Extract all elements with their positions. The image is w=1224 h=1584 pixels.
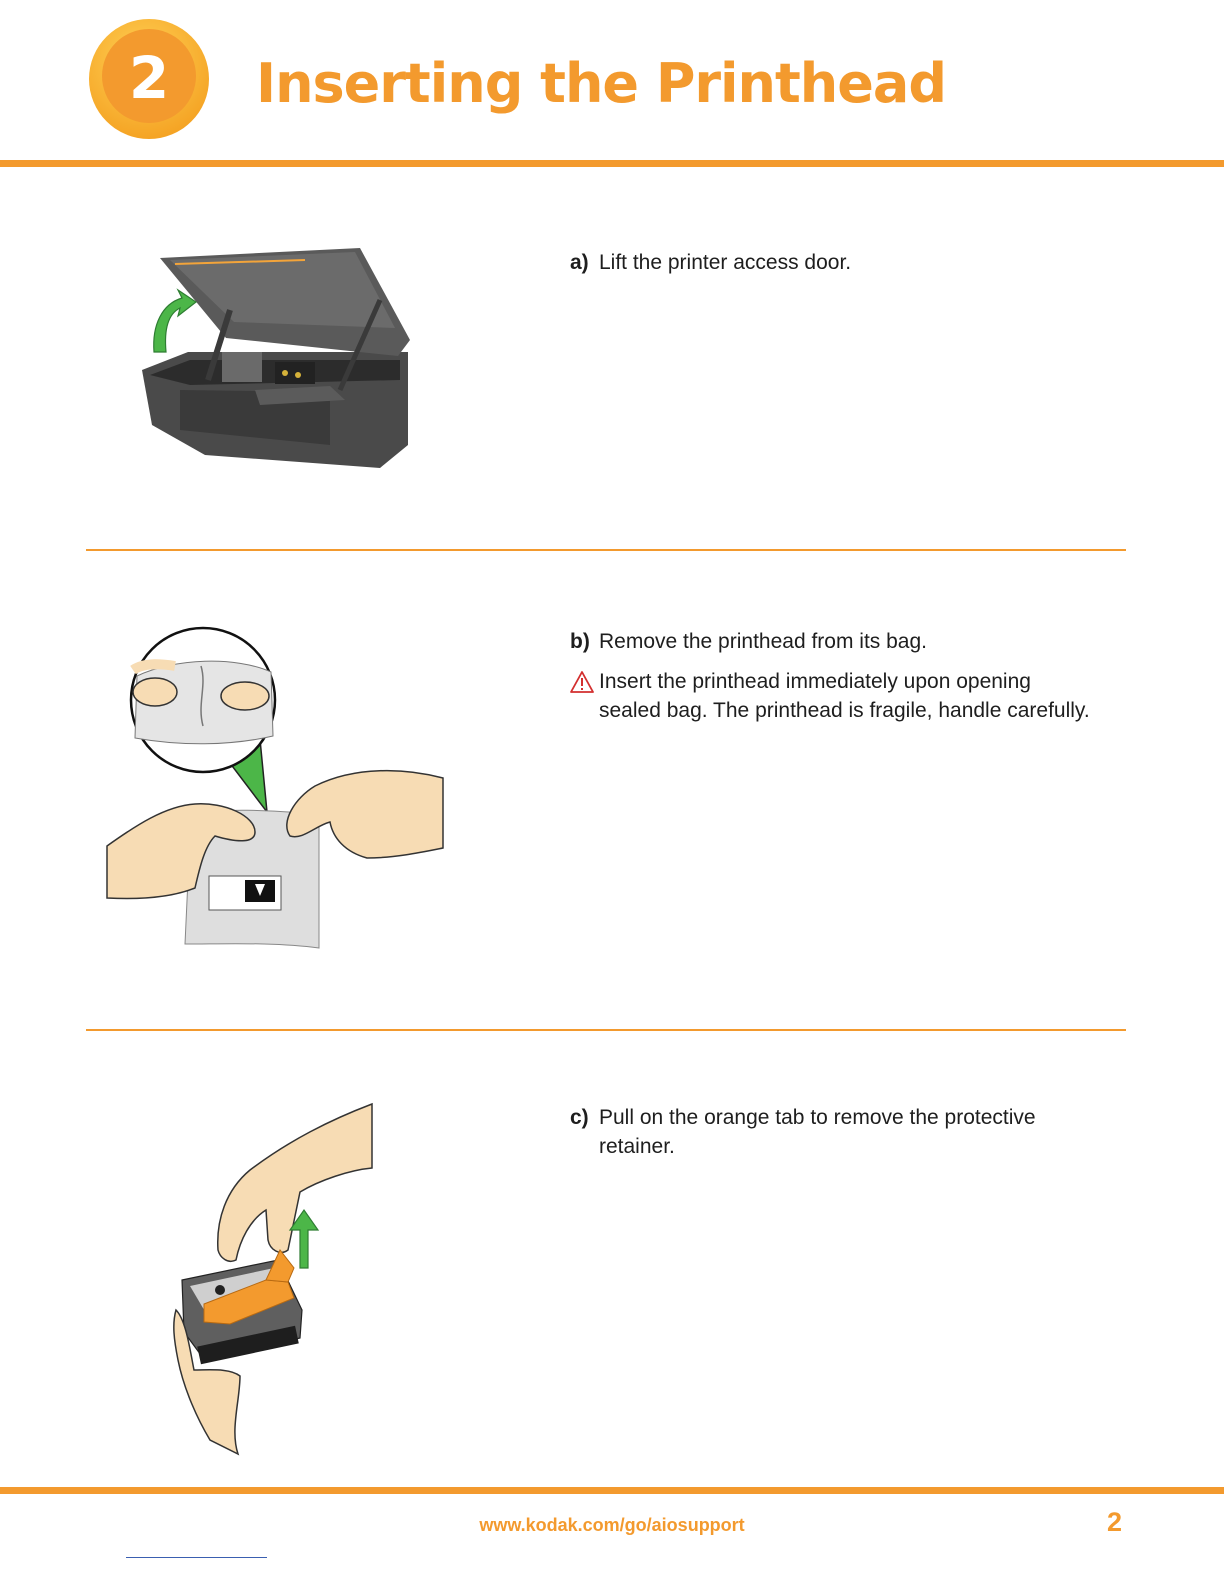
step-b: b) Remove the printhead from its bag.	[570, 627, 1090, 656]
section-divider-2	[86, 1029, 1126, 1031]
page-number: 2	[1107, 1507, 1122, 1538]
step-b-letter: b)	[570, 627, 590, 656]
printhead-retainer-illustration	[170, 1100, 380, 1460]
step-c: c) Pull on the orange tab to remove the …	[570, 1103, 1090, 1161]
warning-text: Insert the printhead immediately upon op…	[570, 667, 1090, 725]
warning-note: Insert the printhead immediately upon op…	[570, 667, 1090, 725]
step-a-letter: a)	[570, 248, 589, 277]
step-b-text: Remove the printhead from its bag.	[570, 627, 1090, 656]
step-a-text: Lift the printer access door.	[570, 248, 1090, 277]
hands-opening-bag-illustration	[105, 626, 445, 956]
section-divider-1	[86, 549, 1126, 551]
page-title: Inserting the Printhead	[256, 52, 946, 115]
step-c-letter: c)	[570, 1103, 589, 1132]
step-badge: 2	[88, 18, 210, 140]
footer-rule	[0, 1487, 1224, 1494]
warning-triangle-icon	[570, 671, 594, 693]
footnote-divider	[126, 1557, 267, 1558]
support-url-link[interactable]: www.kodak.com/go/aiosupport	[0, 1515, 1224, 1536]
step-a: a) Lift the printer access door.	[570, 248, 1090, 277]
header-rule	[0, 160, 1224, 167]
step-number: 2	[129, 44, 169, 112]
printer-open-door-illustration	[130, 240, 420, 475]
step-c-text: Pull on the orange tab to remove the pro…	[570, 1103, 1090, 1161]
